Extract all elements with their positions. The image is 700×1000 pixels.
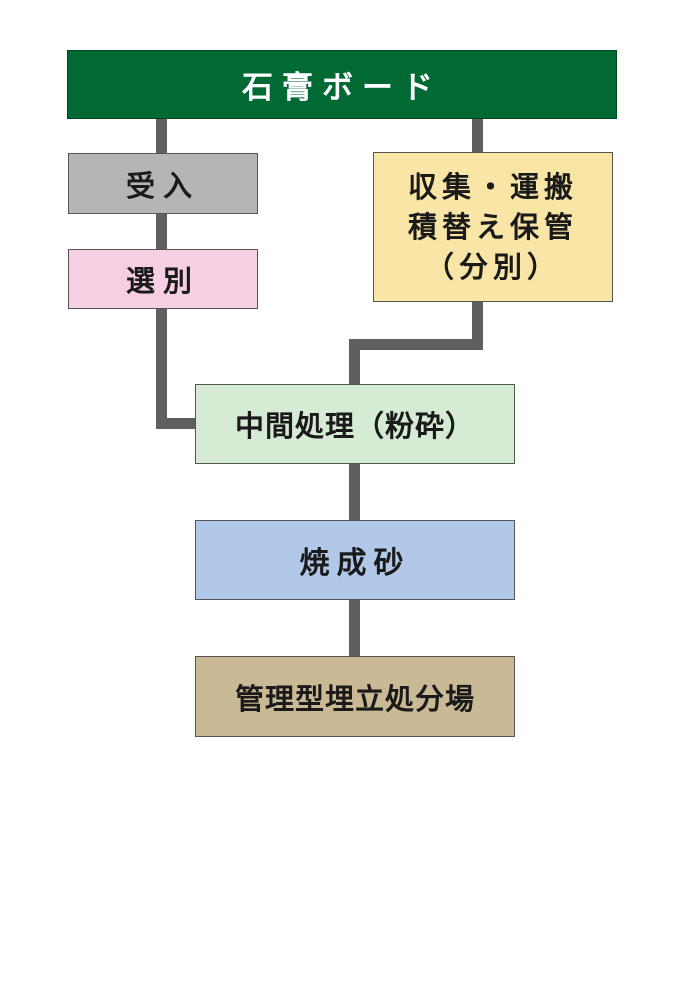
node-collect-line-3: （分別） <box>424 250 561 284</box>
node-process-label: 中間処理（粉砕） <box>234 409 475 443</box>
node-managed-landfill: 管理型埋立処分場 <box>195 656 515 737</box>
node-gypsum-board-label: 石膏ボード <box>242 70 442 106</box>
connector-collect-to-process <box>349 339 360 384</box>
connector-process-to-sand <box>349 464 360 520</box>
node-collect-line-2: 積替え保管 <box>407 210 578 244</box>
connector-collect-down <box>472 302 483 350</box>
connector-top-to-collect <box>472 119 483 152</box>
node-intermediate-processing: 中間処理（粉砕） <box>195 384 515 464</box>
connector-sort-to-process <box>156 418 196 429</box>
connector-top-to-receive <box>156 119 167 153</box>
node-collect-line-1: 収集・運搬 <box>407 170 578 204</box>
node-receive: 受入 <box>68 153 258 214</box>
connector-collect-horizontal <box>349 339 483 350</box>
connector-sort-down <box>156 309 167 429</box>
connector-sand-to-landfill <box>349 600 360 656</box>
node-gypsum-board: 石膏ボード <box>67 50 617 119</box>
connector-receive-to-sort <box>156 214 167 249</box>
node-collect-transport: 収集・運搬 積替え保管 （分別） <box>373 152 613 302</box>
node-sort-label: 選別 <box>125 264 200 298</box>
node-sand-label: 焼成砂 <box>299 546 411 581</box>
node-receive-label: 受入 <box>125 168 200 203</box>
node-sort: 選別 <box>68 249 258 309</box>
node-fired-sand: 焼成砂 <box>195 520 515 600</box>
node-landfill-label: 管理型埋立処分場 <box>234 681 475 716</box>
